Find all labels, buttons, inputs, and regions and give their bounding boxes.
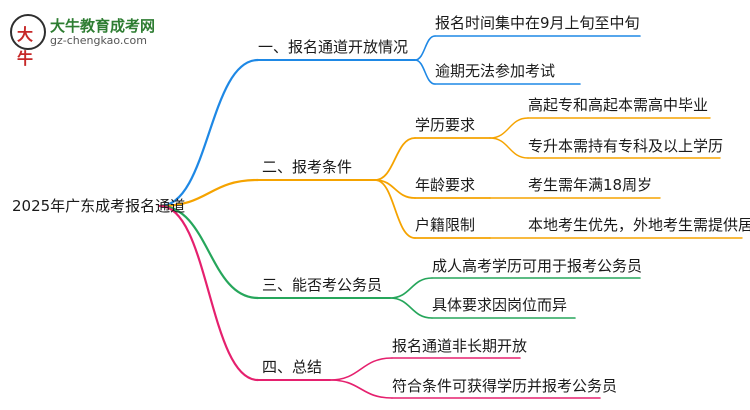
connector-b4-leaf-1 <box>329 357 393 381</box>
branch-1-leaf-1: 报名时间集中在9月上旬至中旬 <box>435 14 640 32</box>
branch-2-sub-3-leaf-1: 本地考生优先，外地考生需提供居住证 <box>528 216 750 234</box>
branch-4-leaf-1: 报名通道非长期开放 <box>392 337 528 355</box>
connector-root-branch-4 <box>158 204 260 382</box>
connector-root-branch-3 <box>158 204 260 300</box>
connector-b3-leaf-2 <box>389 297 433 319</box>
connector-b1-leaf-2 <box>414 59 436 85</box>
root-node: 2025年广东成考报名通道 <box>12 197 186 215</box>
branch-2-sub-2-leaf-1: 考生需年满18周岁 <box>528 176 653 194</box>
connector-b1-leaf-1 <box>414 35 436 61</box>
connector-b2-s1-leaf-2 <box>489 137 529 159</box>
logo-title: 大牛教育成考网 <box>50 17 156 35</box>
logo-badge-icon: 大牛 <box>10 14 46 68</box>
logo-url: gz-chengkao.com <box>50 34 147 47</box>
branch-2-sub-1-leaf-1: 高起专和高起本需高中毕业 <box>528 96 709 114</box>
branch-3-leaf-2: 具体要求因岗位而异 <box>432 296 568 314</box>
connector-b2-sub-3 <box>374 179 416 239</box>
branch-2-sub-2: 年龄要求 <box>415 176 476 194</box>
branch-2-sub-3: 户籍限制 <box>415 216 476 234</box>
branch-2-sub-1-leaf-2: 专升本需持有专科及以上学历 <box>528 137 724 155</box>
branch-4-label: 四、总结 <box>262 358 323 376</box>
branch-2-label: 二、报考条件 <box>262 158 353 176</box>
connector-b4-leaf-2 <box>329 379 393 399</box>
connector-b2-s1-leaf-1 <box>489 117 529 139</box>
branch-3-leaf-1: 成人高考学历可用于报考公务员 <box>432 257 643 275</box>
logo-glyph: 大牛 <box>17 25 34 68</box>
branch-3-label: 三、能否考公务员 <box>262 276 383 294</box>
connector-b3-leaf-1 <box>389 277 433 299</box>
connector-root-branch-1 <box>158 58 260 208</box>
site-logo[interactable]: 大牛 大牛教育成考网 gz-chengkao.com <box>10 14 160 68</box>
connector-b2-sub-1 <box>374 137 416 181</box>
branch-1-leaf-2: 逾期无法参加考试 <box>435 62 556 80</box>
connector-root-branch-2 <box>158 178 260 208</box>
branch-2-sub-1: 学历要求 <box>415 116 476 134</box>
branch-1-label: 一、报名通道开放情况 <box>258 38 409 56</box>
branch-4-leaf-2: 符合条件可获得学历并报考公务员 <box>392 377 618 395</box>
